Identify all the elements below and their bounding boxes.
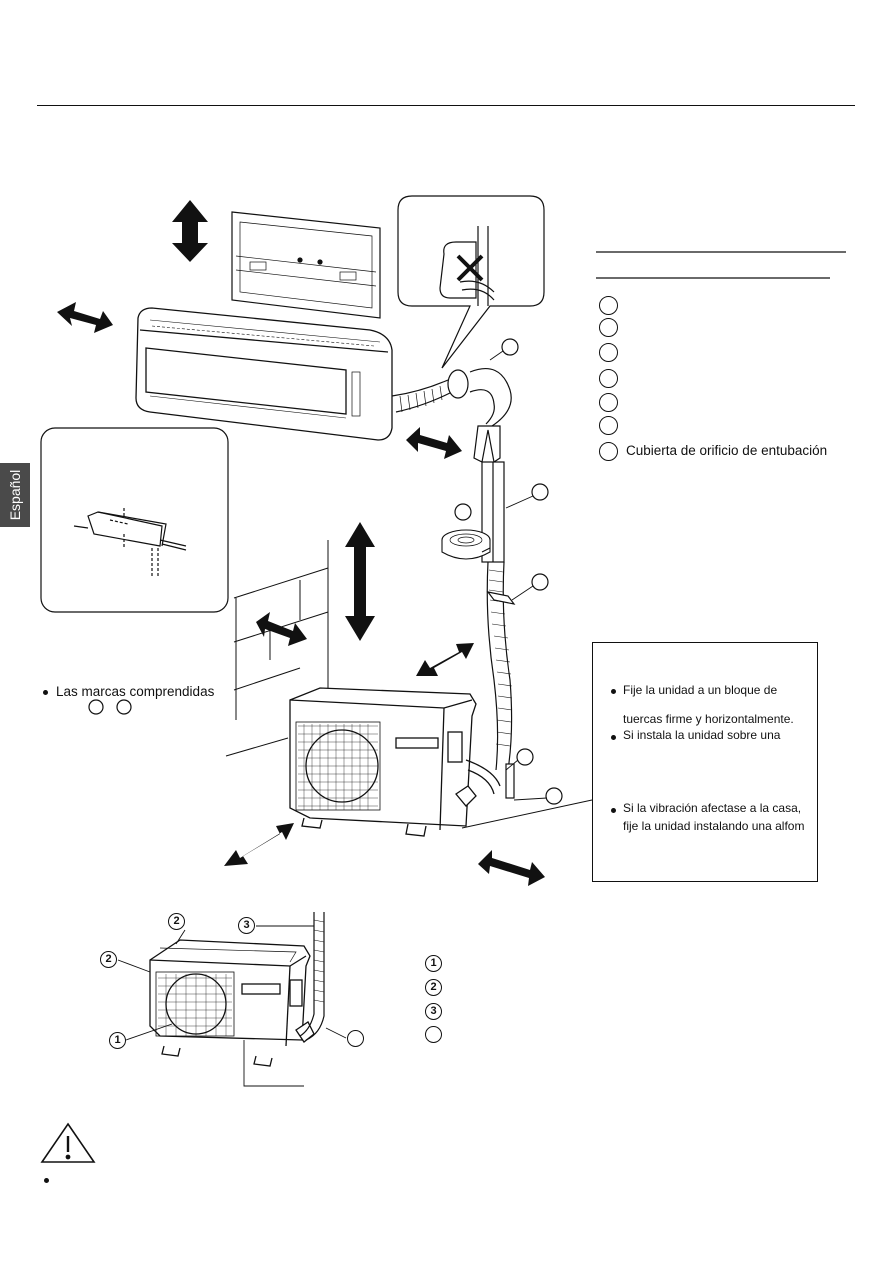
bottom-piping xyxy=(299,912,325,1041)
vertical-clearance-arrow xyxy=(172,200,208,262)
level-inset xyxy=(40,427,229,613)
callout-leaders xyxy=(489,350,548,801)
legend-marker-7 xyxy=(599,442,618,461)
outdoor-info-box: Fije la unidad a un bloque de tuercas fi… xyxy=(592,642,818,882)
legend-marker-3 xyxy=(599,343,618,362)
legend-marker-5 xyxy=(599,393,618,412)
outdoor-right-arrow xyxy=(478,850,545,886)
language-tab[interactable]: Español xyxy=(0,463,30,527)
bottom-legend-2: 2 xyxy=(425,979,442,996)
legend-marker-2 xyxy=(599,318,618,337)
bottom-legend-1: 1 xyxy=(425,955,442,972)
legend-marker-4 xyxy=(599,369,618,388)
outdoor-info-leader xyxy=(461,799,593,829)
tape-roll xyxy=(441,529,491,560)
legend-item-pipe-cover: Cubierta de orificio de entubación xyxy=(626,443,828,458)
wall xyxy=(225,540,329,757)
outdoor-unit xyxy=(289,687,501,837)
header-rule xyxy=(37,105,855,106)
wall-side-arrow xyxy=(256,612,307,646)
indoor-piping xyxy=(391,368,516,799)
warning-bullet xyxy=(44,1178,49,1183)
callout-markers xyxy=(88,338,563,805)
callout-3-pipe: 3 xyxy=(238,917,255,934)
warning-icon xyxy=(40,1122,96,1163)
bottom-legend-4 xyxy=(425,1026,442,1043)
info-line-5: fije la unidad instalando una alfom xyxy=(623,819,805,833)
prohibited-x-icon xyxy=(456,254,484,282)
callout-blank-valve xyxy=(347,1030,364,1047)
info-line-4: Si la vibración afectase a la casa, xyxy=(623,801,802,815)
outdoor-unit-detail xyxy=(149,939,315,1067)
outdoor-vertical-arrow xyxy=(345,522,375,641)
info-line-1: Fije la unidad a un bloque de xyxy=(623,683,778,697)
outdoor-front-arrow xyxy=(224,823,294,866)
outdoor-top-arrow xyxy=(416,643,474,676)
callout-1-grille: 1 xyxy=(109,1032,126,1049)
note-bullet xyxy=(43,690,48,695)
note-left-text: Las marcas comprendidas xyxy=(56,684,215,699)
info-bullet-1 xyxy=(611,689,616,694)
mounting-plate xyxy=(231,211,381,319)
legend-marker-6 xyxy=(599,416,618,435)
indoor-front-arrow xyxy=(406,427,462,459)
legend-marker-1 xyxy=(599,296,618,315)
info-line-3: Si instala la unidad sobre una xyxy=(623,728,781,742)
info-line-2: tuercas firme y horizontalmente. xyxy=(623,712,794,726)
callout-2-top: 2 xyxy=(168,913,185,930)
indoor-unit xyxy=(135,307,393,441)
bottom-legend-3: 3 xyxy=(425,1003,442,1020)
callout-2-side: 2 xyxy=(100,951,117,968)
info-bullet-2 xyxy=(611,735,616,740)
info-bullet-3 xyxy=(611,808,616,813)
wall-entry-callout xyxy=(397,195,545,369)
bottom-leaders xyxy=(117,925,347,1087)
left-clearance-arrow xyxy=(57,302,113,333)
